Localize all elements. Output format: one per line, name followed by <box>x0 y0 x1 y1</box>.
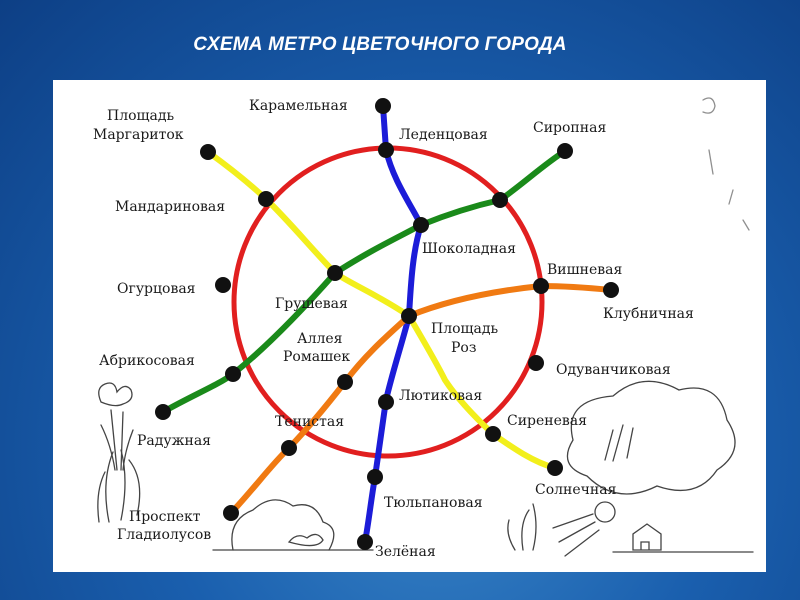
station-ploshchad-margaritok-dot[interactable] <box>200 144 216 160</box>
label-sirenevaya: Сиреневая <box>507 413 587 429</box>
label-solnechnaya: Солнечная <box>535 482 617 498</box>
label-karamelnaya: Карамельная <box>249 98 348 114</box>
station-ogurtsovaya-dot[interactable] <box>215 277 231 293</box>
station-abrikosovaya-dot[interactable] <box>225 366 241 382</box>
label-abrikosovaya: Абрикосовая <box>99 353 195 369</box>
label-vishnevaya: Вишневая <box>547 262 622 278</box>
label-grushevaya: Грушевая <box>275 296 348 312</box>
label-ledentsovaya: Леденцовая <box>399 127 488 143</box>
station-klubnichnaya-dot[interactable] <box>603 282 619 298</box>
label-shokoladnaya: Шоколадная <box>422 241 516 257</box>
station-plombirnaya-dot[interactable] <box>492 192 508 208</box>
label-lyutikovaya: Лютиковая <box>399 388 482 404</box>
station-grushevaya-dot[interactable] <box>327 265 343 281</box>
label-zelenaya: Зелёная <box>375 544 436 560</box>
station-tenistaya-dot[interactable] <box>281 440 297 456</box>
label-margaritok-line2: Маргариток <box>93 127 184 143</box>
label-ploshchad-roz-line1: Площадь <box>431 321 499 337</box>
label-ploshchad-roz-line2: Роз <box>451 340 476 356</box>
station-shokoladnaya-dot[interactable] <box>413 217 429 233</box>
station-lyutikovaya-dot[interactable] <box>378 394 394 410</box>
label-margaritok-line1: Площадь <box>107 108 175 124</box>
label-raduzhnaya: Радужная <box>137 433 211 449</box>
station-zelenaya-dot[interactable] <box>357 534 373 550</box>
label-tyulpanovaya: Тюльпановая <box>384 495 483 511</box>
label-oduvanchikovaya: Одуванчиковая <box>556 362 671 378</box>
label-klubnichnaya: Клубничная <box>603 306 694 322</box>
station-ploshchad-roz-dot[interactable] <box>401 308 417 324</box>
metro-map: Карамельная Леденцовая Сиропная Шоколадн… <box>93 97 754 560</box>
label-alleya-line2: Ромашек <box>283 349 350 365</box>
metro-map-panel: Карамельная Леденцовая Сиропная Шоколадн… <box>53 80 766 572</box>
station-prospekt-gladiolusov-dot[interactable] <box>223 505 239 521</box>
station-alleya-romashek-dot[interactable] <box>337 374 353 390</box>
stations <box>155 98 619 550</box>
station-oduvanchikovaya-dot[interactable] <box>528 355 544 371</box>
label-tenistaya: Тенистая <box>275 414 344 430</box>
station-mandarinovaya-dot[interactable] <box>258 191 274 207</box>
decorative-doodles <box>97 97 754 557</box>
label-siropnaya: Сиропная <box>533 120 606 136</box>
station-vishnevaya-dot[interactable] <box>533 278 549 294</box>
station-solnechnaya-dot[interactable] <box>547 460 563 476</box>
station-ledentsovaya-dot[interactable] <box>378 142 394 158</box>
station-sirenevaya-dot[interactable] <box>485 426 501 442</box>
station-karamelnaya-dot[interactable] <box>375 98 391 114</box>
label-mandarinovaya: Мандариновая <box>115 199 225 215</box>
label-ogurtsovaya: Огурцовая <box>117 281 196 297</box>
label-prospekt-line1: Проспект <box>129 509 201 525</box>
station-tyulpanovaya-dot[interactable] <box>367 469 383 485</box>
slide-title: СХЕМА МЕТРО ЦВЕТОЧНОГО ГОРОДА <box>193 34 567 55</box>
station-raduzhnaya-dot[interactable] <box>155 404 171 420</box>
label-prospekt-line2: Гладиолусов <box>117 527 211 543</box>
station-siropnaya-dot[interactable] <box>557 143 573 159</box>
station-labels: Карамельная Леденцовая Сиропная Шоколадн… <box>93 98 694 560</box>
label-alleya-line1: Аллея <box>297 331 343 347</box>
